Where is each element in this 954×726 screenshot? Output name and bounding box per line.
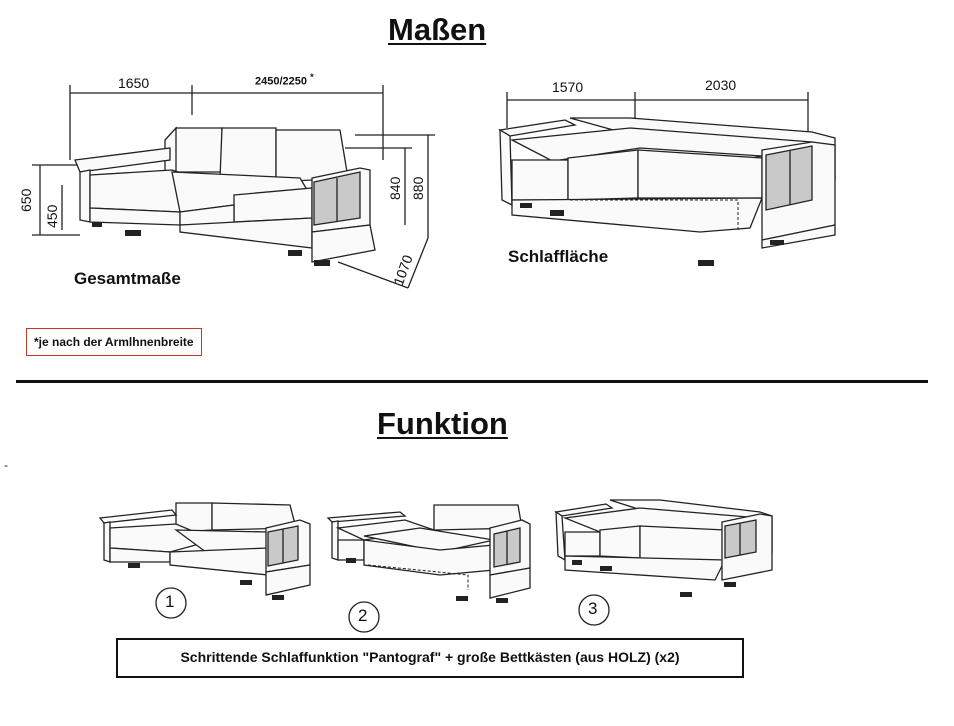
step-1-number: 1 [165,592,175,611]
dim-total-length: 2450/2250 * [255,72,314,88]
step1-circle [155,587,187,619]
stray-mark: - [4,458,8,472]
dim-sleep-width-left: 1570 [552,79,584,95]
step3-circle [578,594,610,626]
overall-label: Gesamtmaße [74,269,181,288]
dimensions-title: Maßen [388,12,487,47]
step2-sofa [326,504,531,603]
section-divider [16,380,928,383]
function-title: Funktion [377,406,508,441]
step3-sofa [554,499,773,597]
step-2-number: 2 [358,606,368,625]
dim-total-length-mark: * [310,72,314,82]
dim-total-length-value: 2450/2250 [255,75,307,88]
function-caption: Schrittende Schlaffunktion "Pantograf" +… [116,638,744,678]
sleeping-label: Schlaffläche [508,247,609,266]
step1-sofa [98,502,311,600]
step-3-number: 3 [588,599,598,618]
step2-circle [348,601,380,633]
dim-chaise-length: 1650 [118,75,150,91]
footnote-box: *je nach der Armlhnenbreite [26,328,202,356]
dim-sleep-width-right: 2030 [705,77,737,93]
